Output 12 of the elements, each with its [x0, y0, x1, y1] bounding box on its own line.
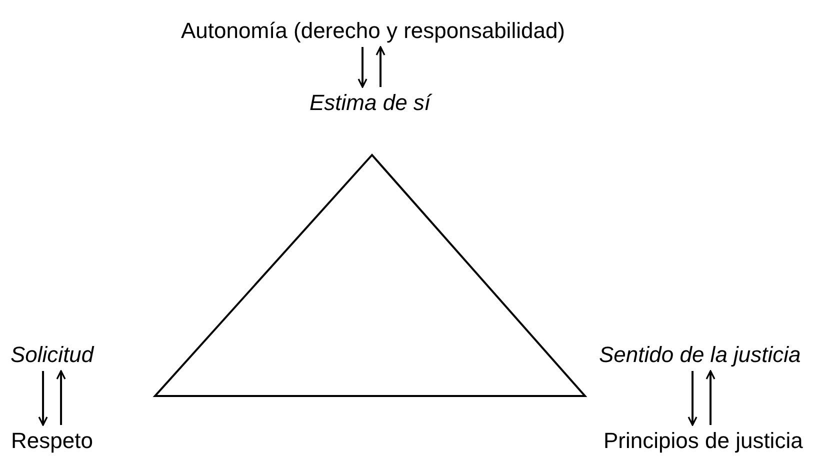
- node-label: Autonomía (derecho y responsabilidad): [181, 18, 566, 43]
- arrow: [358, 47, 368, 88]
- node-label: Principios de justicia: [604, 428, 803, 453]
- node-label: Sentido de la justicia: [599, 342, 801, 367]
- arrow: [56, 370, 66, 425]
- arrow: [706, 370, 716, 425]
- node-label: Solicitud: [10, 342, 94, 367]
- node-label: Estima de sí: [310, 90, 431, 115]
- arrow: [688, 371, 698, 426]
- node-label: Respeto: [11, 428, 93, 453]
- arrow: [38, 371, 48, 426]
- arrow: [376, 46, 386, 87]
